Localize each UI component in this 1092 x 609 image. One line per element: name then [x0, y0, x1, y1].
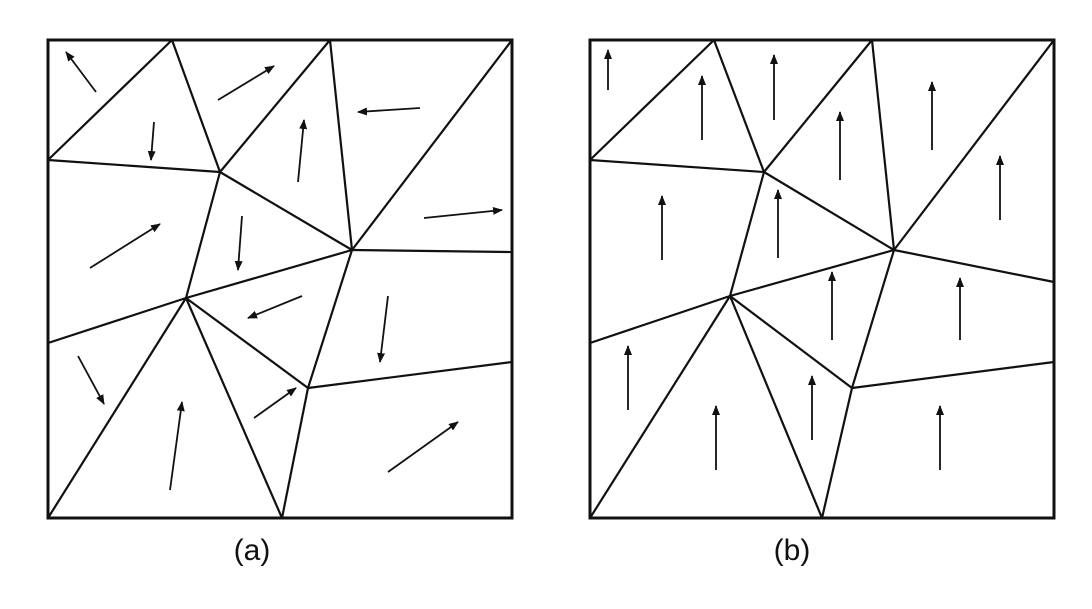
mesh-edge	[728, 295, 824, 519]
vector-arrow-icon	[297, 119, 308, 183]
vector-arrow-icon	[65, 51, 97, 93]
mesh-edge	[219, 171, 353, 251]
mesh-edge	[184, 297, 284, 519]
mesh-edge	[47, 297, 187, 519]
mesh-edge	[47, 39, 173, 161]
vector-arrow-icon	[357, 107, 421, 116]
caption-a: (a)	[233, 534, 271, 567]
panel-border	[588, 38, 1056, 520]
mesh-edge	[351, 248, 513, 254]
mesh-edge	[280, 387, 310, 519]
vector-arrow-icon	[387, 421, 459, 473]
mesh-edge	[893, 39, 1055, 251]
vector-arrow-icon	[253, 387, 297, 419]
mesh-edge	[589, 294, 731, 345]
panel-b-mesh	[588, 38, 1056, 520]
mesh-edge	[185, 248, 353, 300]
mesh-edge	[763, 39, 873, 173]
mesh-edge	[47, 158, 221, 174]
caption-b: (b)	[773, 534, 811, 567]
panel-a-mesh	[46, 38, 514, 520]
mesh-edge	[870, 39, 896, 251]
mesh-edge	[729, 248, 895, 298]
mesh-edge	[170, 39, 222, 173]
mesh-edge	[306, 249, 354, 389]
mesh-edge	[589, 158, 765, 174]
mesh-edge	[729, 295, 853, 389]
mesh-edge	[893, 248, 1055, 284]
vector-arrow-icon	[169, 401, 185, 491]
vector-arrow-icon	[377, 295, 389, 363]
mesh-edge	[185, 297, 309, 389]
vector-arrow-icon	[147, 121, 156, 161]
mesh-edge	[850, 249, 896, 389]
mesh-edge	[851, 360, 1055, 390]
vector-arrow-icon	[234, 215, 243, 271]
mesh-edge	[307, 360, 513, 390]
vector-arrow-icon	[217, 65, 275, 101]
mesh-edge	[589, 39, 715, 161]
vector-arrow-icon	[247, 295, 303, 319]
mesh-edge	[219, 39, 331, 173]
vector-arrow-icon	[77, 355, 105, 405]
mesh-edge	[328, 39, 354, 251]
mesh-edge	[728, 171, 766, 297]
vector-arrow-icon	[89, 223, 161, 269]
mesh-edge	[184, 171, 222, 299]
panel-border	[46, 38, 514, 520]
mesh-edge	[351, 39, 513, 251]
mesh-edge	[820, 387, 854, 519]
mesh-edge	[589, 295, 731, 519]
vector-arrow-icon	[423, 206, 503, 219]
mesh-edge	[47, 296, 187, 345]
mesh-edge	[763, 171, 895, 251]
mesh-edge	[712, 39, 766, 173]
